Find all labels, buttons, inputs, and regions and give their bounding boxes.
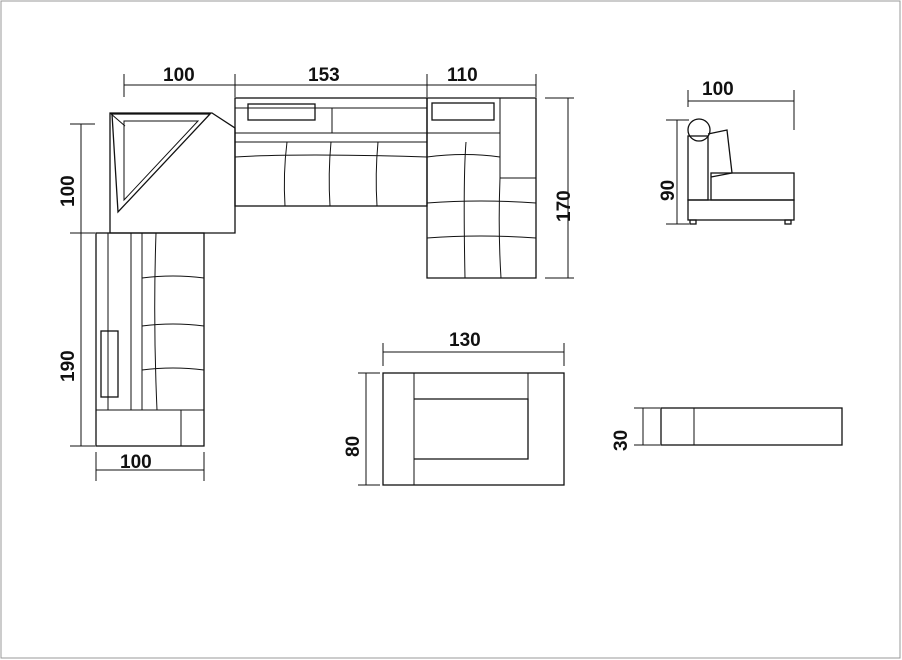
dim-corner-depth: 100 — [58, 175, 79, 207]
dim-middle-width: 153 — [308, 65, 340, 86]
sectional-sofa-plan: 100 153 110 100 190 100 170 — [58, 65, 575, 481]
left-dimension-line — [70, 123, 95, 447]
side-view — [666, 90, 795, 225]
top-middle-section — [234, 97, 428, 207]
dim-corner-width: 100 — [163, 65, 195, 86]
dim-total-depth: 170 — [554, 190, 575, 222]
dim-ottoman-width: 130 — [449, 330, 481, 351]
corner-table — [109, 112, 236, 234]
left-section — [95, 232, 205, 447]
right-chaise-section — [426, 97, 537, 279]
dim-cushion-height: 30 — [611, 430, 632, 451]
dim-ottoman-depth: 80 — [343, 436, 364, 457]
dim-side-width: 100 — [702, 79, 734, 100]
dim-chaise-width: 110 — [447, 65, 478, 86]
cushion-side — [634, 407, 843, 446]
dim-left-width: 100 — [120, 452, 152, 473]
top-dimension-line — [123, 74, 537, 97]
dim-left-length: 190 — [58, 350, 79, 382]
right-dimension-line — [545, 97, 574, 279]
ottoman-plan — [358, 343, 565, 486]
dim-side-height: 90 — [658, 180, 679, 201]
bottom-dimension-line — [95, 452, 205, 481]
